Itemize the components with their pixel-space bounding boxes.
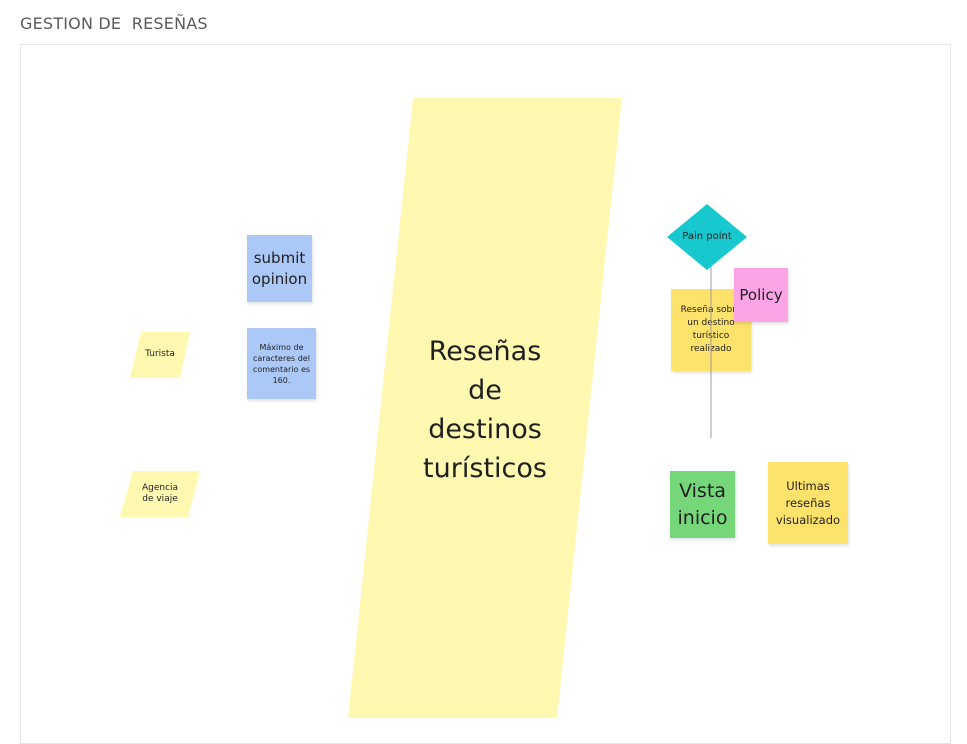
sticky-vista-inicio-text: Vista inicio [677, 479, 728, 529]
pain-point-label: Pain point [682, 231, 732, 242]
sticky-policy[interactable]: Policy [734, 268, 788, 322]
sticky-policy-text: Policy [739, 285, 783, 304]
actor-turista-label: Turista [145, 349, 175, 360]
sticky-max-chars-text: Máximo de caracteres del comentario es 1… [252, 342, 311, 385]
sticky-submit-opinion[interactable]: submit opinion [247, 235, 312, 302]
actor-turista-shape[interactable] [130, 332, 190, 378]
sticky-ultimas-resenas[interactable]: Ultimas reseñas visualizado [768, 462, 848, 544]
sticky-ultimas-resenas-text: Ultimas reseñas visualizado [775, 478, 841, 527]
main-parallelogram-shape[interactable] [348, 98, 622, 718]
sticky-max-chars[interactable]: Máximo de caracteres del comentario es 1… [247, 328, 316, 399]
main-shape-label: Reseñas de destinos turísticos [423, 336, 547, 484]
sticky-vista-inicio[interactable]: Vista inicio [670, 471, 735, 538]
sticky-submit-opinion-text: submit opinion [251, 248, 308, 288]
actor-agencia-shape[interactable] [120, 471, 200, 517]
actor-agencia-label: Agencia de viaje [141, 483, 179, 504]
frame-title: GESTION DE RESEÑAS [20, 14, 208, 33]
